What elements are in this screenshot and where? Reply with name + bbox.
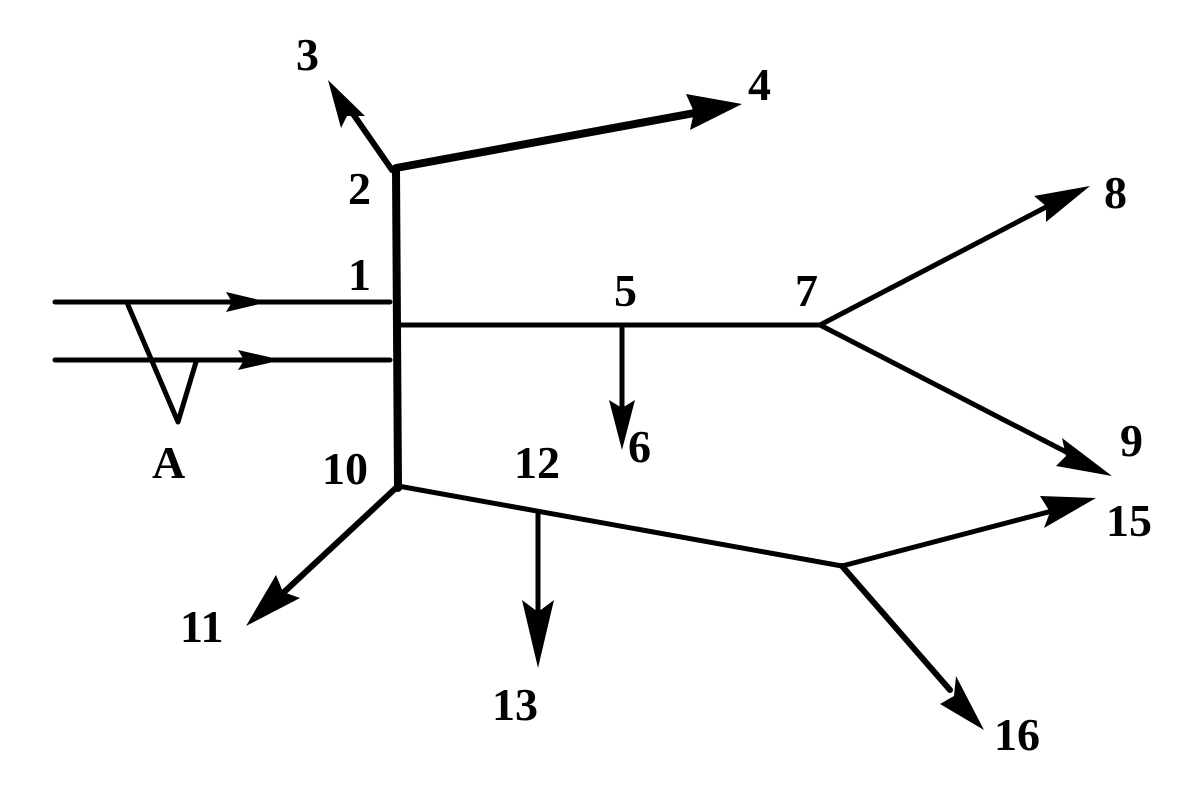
branch-junction-16 [839,563,953,693]
label-15: 15 [1106,495,1152,546]
branch-7-9 [817,322,1075,458]
label-13: 13 [492,679,538,730]
branch-junction-15 [839,507,1059,569]
arrowhead-4 [686,94,742,130]
label-12: 12 [514,437,560,488]
label-5: 5 [614,265,637,316]
input-arrows [52,292,393,425]
label-11: 11 [180,601,223,652]
arrowhead-15 [1040,496,1096,528]
arrowhead-16 [940,676,984,730]
branch-10-junction [395,483,845,569]
arrowhead-8 [1034,186,1090,222]
label-10: 10 [322,443,368,494]
label-4: 4 [748,59,771,110]
input-arrowhead-upper [226,292,268,312]
label-6: 6 [628,421,651,472]
label-9: 9 [1120,415,1143,466]
branch-2-4 [392,108,704,172]
label-a: A [152,437,185,488]
angle-a-mark [125,302,199,425]
arrowhead-3 [328,80,365,128]
branch-10-11 [279,483,401,597]
input-arrowhead-lower [238,350,282,370]
arrowhead-13 [522,600,554,668]
label-1: 1 [348,249,371,300]
trunk-2-10 [392,166,402,492]
arrowhead-9 [1056,438,1112,476]
label-7: 7 [795,265,818,316]
label-2: 2 [348,163,371,214]
label-3: 3 [296,29,319,80]
arrowhead-6 [609,400,635,450]
label-16: 16 [994,709,1040,760]
branch-7-8 [817,202,1053,328]
arrowhead-11 [246,575,300,626]
label-8: 8 [1104,167,1127,218]
